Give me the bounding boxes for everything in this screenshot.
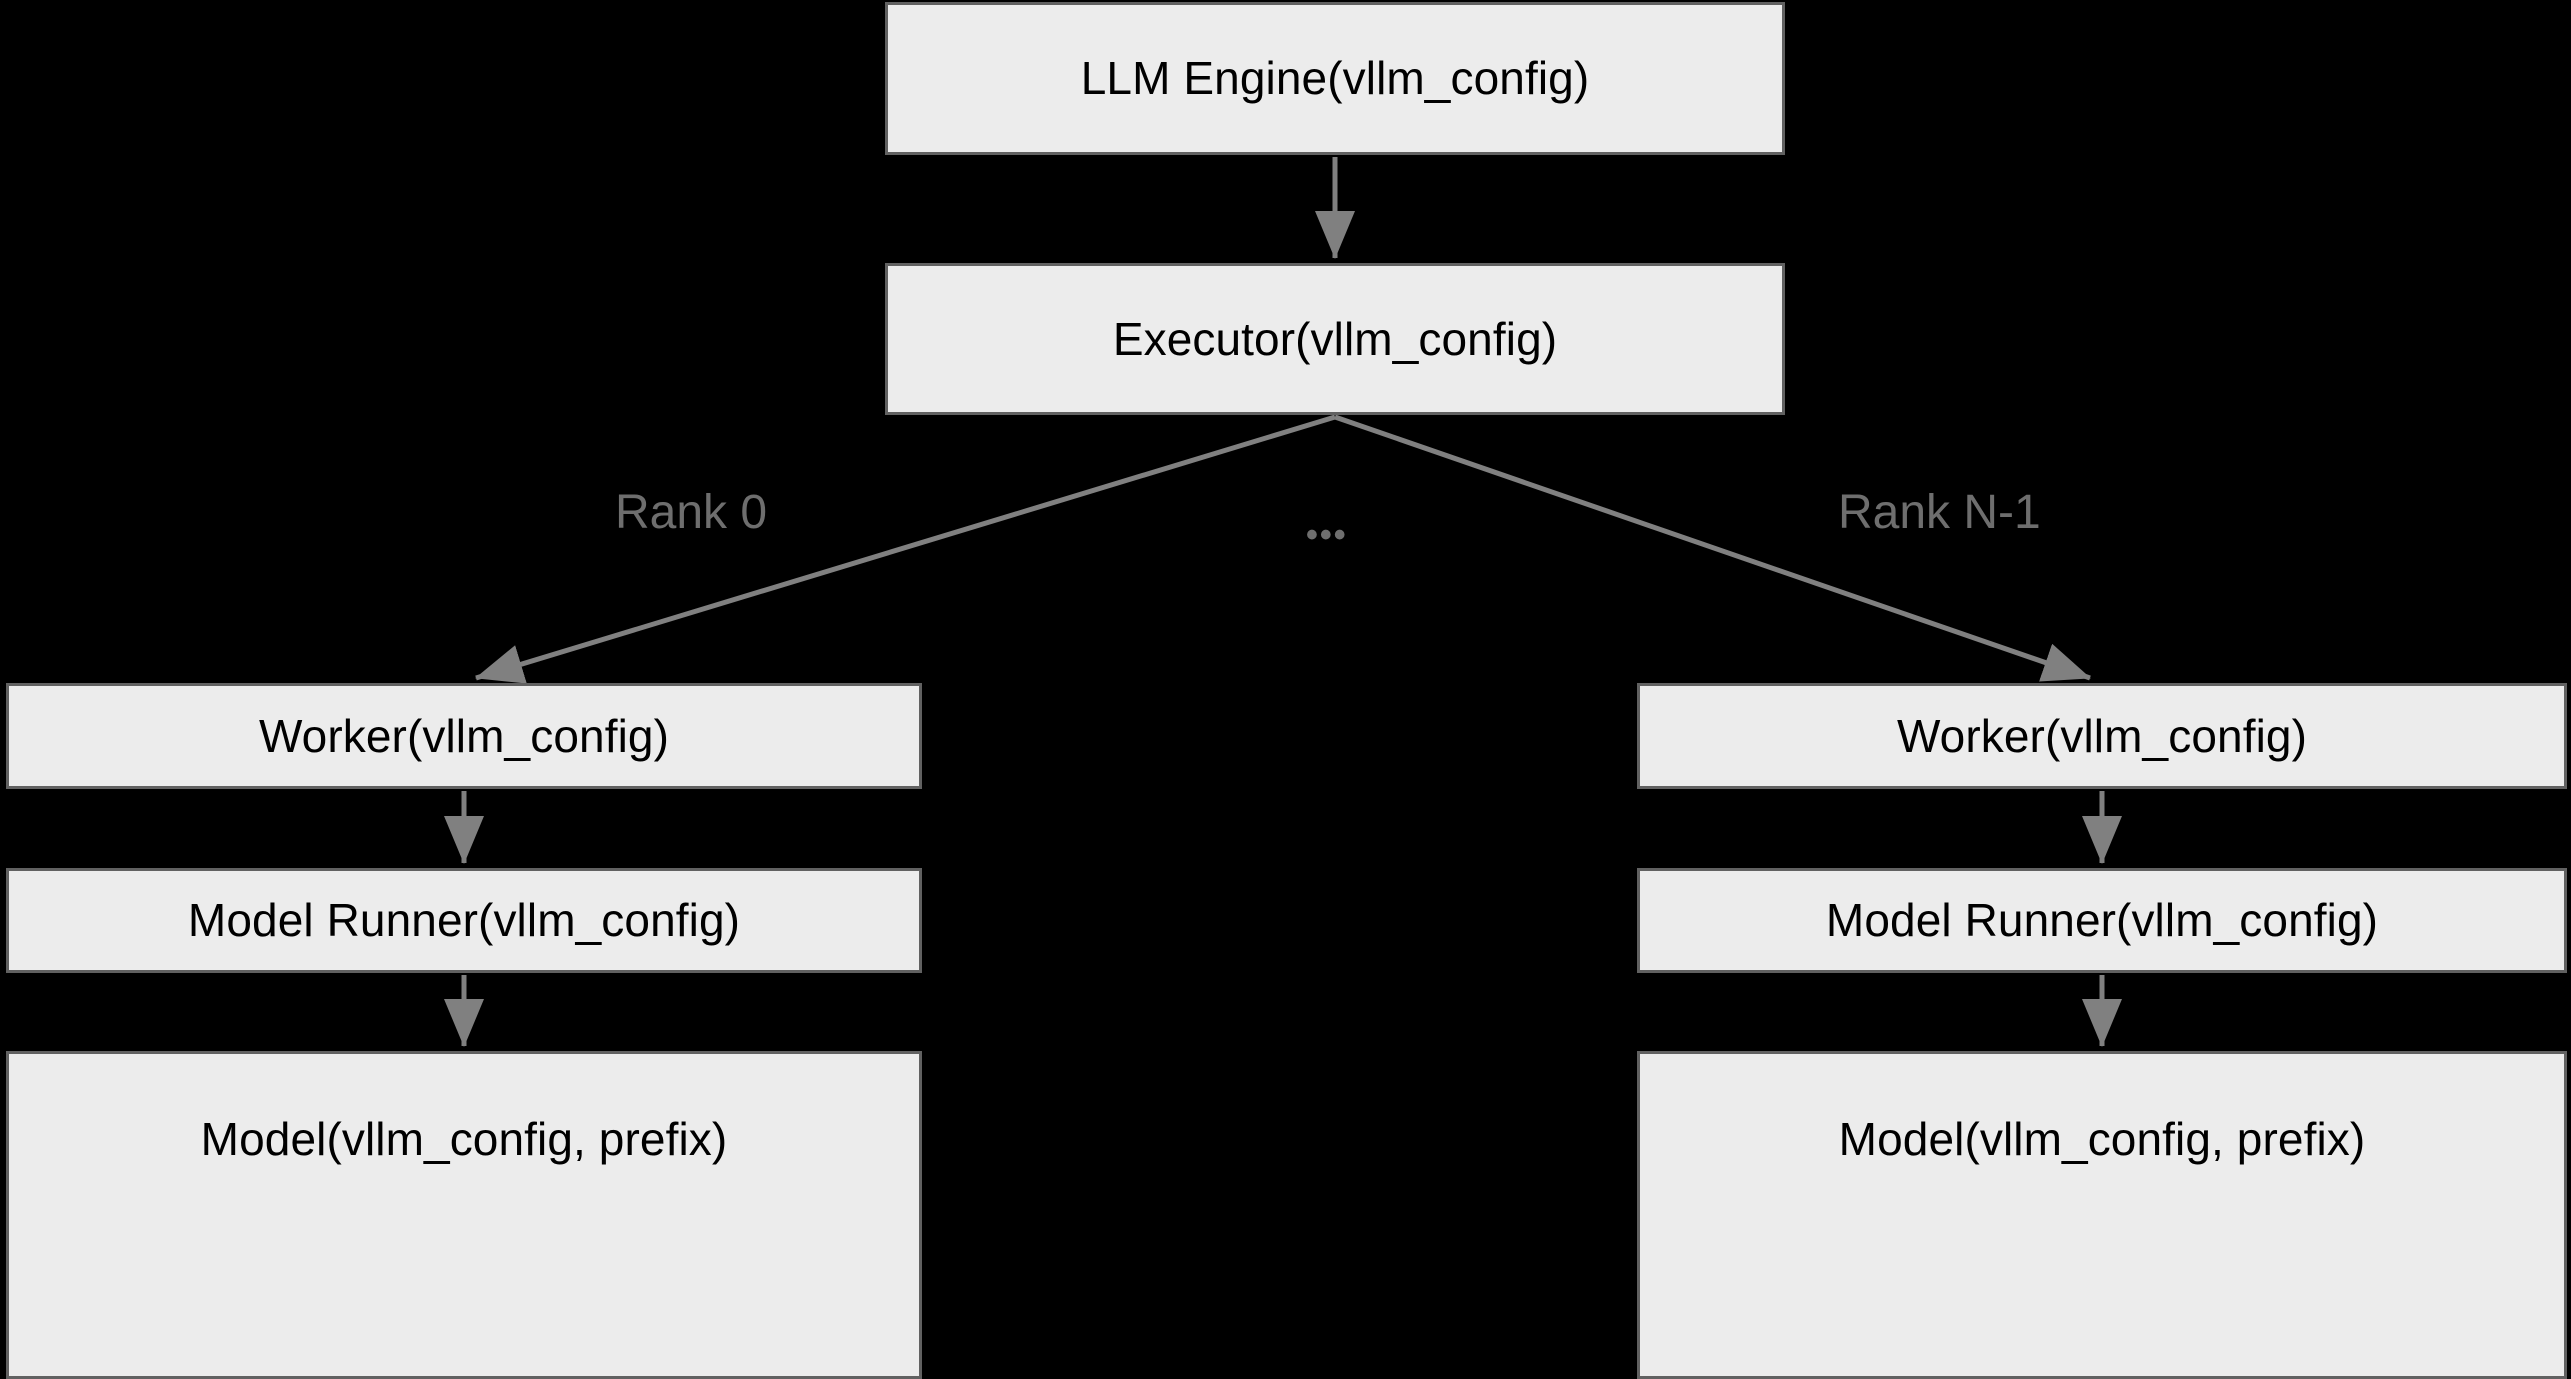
node-model-rank-n-1[interactable]: Model(vllm_config, prefix) bbox=[1637, 1051, 2567, 1379]
node-executor-label: Executor(vllm_config) bbox=[1112, 312, 1558, 365]
edge-label-rank-ellipsis: ••• bbox=[1306, 516, 1348, 554]
node-worker-rank-n-1-label: Worker(vllm_config) bbox=[1896, 709, 2307, 762]
node-llm-engine[interactable]: LLM Engine(vllm_config) bbox=[885, 2, 1785, 155]
node-model-rank-n-1-label: Model(vllm_config, prefix) bbox=[1838, 1113, 2366, 1165]
node-worker-rank-0-label: Worker(vllm_config) bbox=[258, 709, 669, 762]
node-model-rank-0[interactable]: Model(vllm_config, prefix) bbox=[6, 1051, 922, 1379]
node-model-runner-rank-n-1[interactable]: Model Runner(vllm_config) bbox=[1637, 868, 2567, 973]
node-llm-engine-label: LLM Engine(vllm_config) bbox=[1080, 52, 1590, 105]
node-worker-rank-n-1[interactable]: Worker(vllm_config) bbox=[1637, 683, 2567, 789]
node-executor[interactable]: Executor(vllm_config) bbox=[885, 263, 1785, 415]
node-model-runner-rank-0[interactable]: Model Runner(vllm_config) bbox=[6, 868, 922, 973]
node-model-runner-rank-n-1-label: Model Runner(vllm_config) bbox=[1825, 894, 2379, 947]
edge-label-rank-n-1: Rank N-1 bbox=[1838, 486, 2041, 539]
edge-label-rank-0: Rank 0 bbox=[615, 486, 768, 539]
node-model-rank-0-label: Model(vllm_config, prefix) bbox=[200, 1113, 728, 1165]
node-worker-rank-0[interactable]: Worker(vllm_config) bbox=[6, 683, 922, 789]
node-model-runner-rank-0-label: Model Runner(vllm_config) bbox=[187, 894, 741, 947]
edge-executor-to-worker-left bbox=[475, 414, 1336, 684]
edge-executor-to-worker-right bbox=[1334, 414, 2091, 682]
